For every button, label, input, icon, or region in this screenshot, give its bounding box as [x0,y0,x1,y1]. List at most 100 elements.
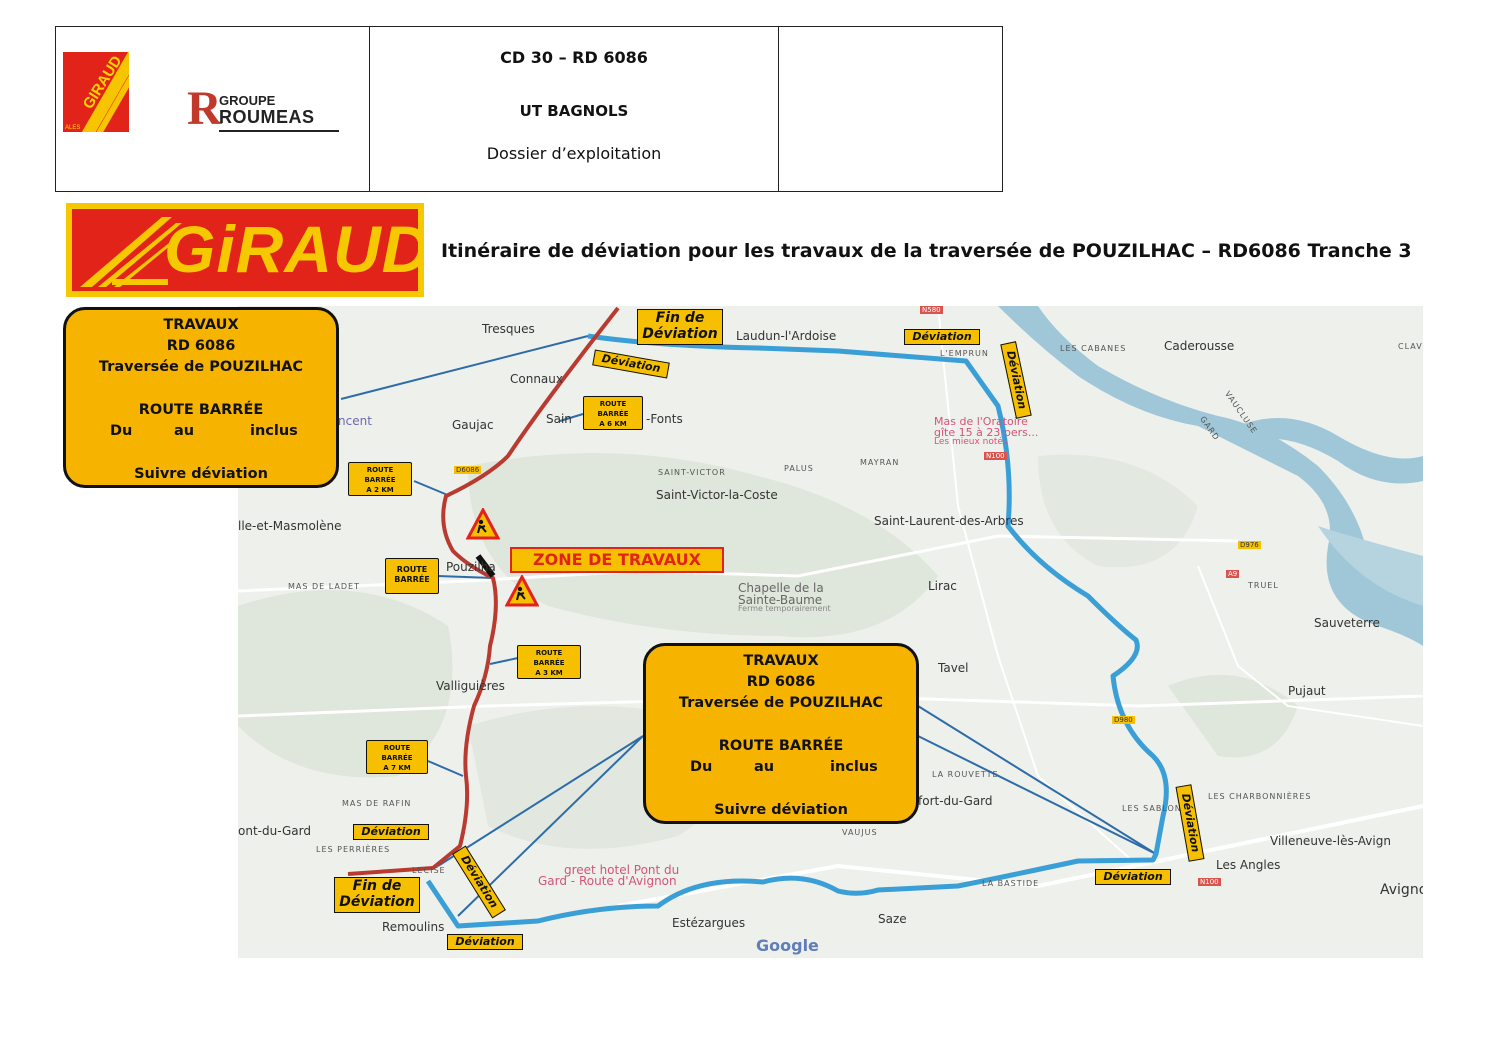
rb-here-l2: BARRÉE [394,575,430,584]
place-lecise: LECISE [412,866,446,875]
place-villeneuve: Villeneuve-lès-Avign [1270,834,1391,848]
google-watermark: Google [756,936,819,955]
place-avignon: Avignon [1380,882,1423,898]
place-la-bastide: LA BASTIDE [982,879,1040,888]
place-vaujus: VAUJUS [842,828,878,837]
rb-6km-l2: BARRÉE [597,410,629,418]
deviation-sign-8: Déviation [447,934,523,950]
info-2-suivre: Suivre déviation [714,802,848,818]
info-2-travaux: TRAVAUX [743,653,819,669]
place-valliguieres: Valliguières [436,679,505,693]
route-barree-3km-sign: ROUTE BARRÉE A 3 KM [517,645,581,679]
info-box-top-left: TRAVAUX RD 6086 Traversée de POUZILHAC R… [63,307,339,488]
route-barree-6km-sign: ROUTE BARRÉE A 6 KM [583,396,643,430]
info-1-travaux: TRAVAUX [163,317,239,333]
place-mas-oratoire-2: gîte 15 à 23 pers... [934,426,1039,439]
route-barree-7km-sign: ROUTE BARRÉE A 7 KM [366,740,428,774]
info-1-route-barree: ROUTE BARRÉE [138,402,264,418]
place-sauveterre: Sauveterre [1314,616,1380,630]
road-d976: D976 [1238,541,1261,549]
rb-here-l1: ROUTE [396,565,428,574]
header-table: GIRAUD ALES R GROUPE ROUMEAS CD 30 – RD … [55,26,1003,192]
rb-7km-l2: BARRÉE [381,754,413,762]
rb-7km-l3: A 7 KM [383,764,411,772]
place-pujaut: Pujaut [1288,684,1326,698]
giraud-banner-logo: GiRAUD [66,203,424,297]
road-d6086: D6086 [454,466,482,474]
deviation-sign-5: Déviation [1095,869,1171,885]
place-saze: Saze [878,912,907,926]
place-cent: ncent [338,414,372,428]
place-remoulins: Remoulins [382,920,445,934]
header-empty-cell [779,27,1002,191]
place-lirac: Lirac [928,579,957,593]
rb-2km-l3: A 2 KM [366,486,394,494]
road-a9: A9 [1226,570,1240,578]
rb-2km-l2: BARRÉE [364,476,396,484]
place-hotel-1: greet hotel Pont du [564,863,680,877]
road-n100-b: N100 [1198,878,1221,886]
info-2-rd: RD 6086 [746,674,816,690]
header-logos-cell: GIRAUD ALES R GROUPE ROUMEAS [56,27,370,191]
giraud-banner-text: GiRAUD [164,212,418,286]
place-hotel-2: Gard - Route d'Avignon [538,874,677,888]
road-n580: N580 [920,306,943,314]
info-1-du: Du [110,423,133,439]
route-barree-sign: ROUTE BARRÉE [385,558,439,594]
page-title: Itinéraire de déviation pour les travaux… [441,240,1412,262]
deviation-sign-6: Déviation [353,824,429,840]
header-line-2: UT BAGNOLS [519,102,629,120]
giraud-small-logo-sub: ALES [65,125,81,131]
header-line-1: CD 30 – RD 6086 [500,48,648,67]
fin-deviation-bottom-l2: Déviation [339,894,415,910]
place-chapelle-3: Ferme temporairement [738,604,831,613]
fin-deviation-sign-top: Fin de Déviation [637,309,723,345]
place-truel: TRUEL [1248,581,1279,590]
roumeas-logo-line1: GROUPE [219,93,276,108]
rb-3km-l3: A 3 KM [535,669,563,677]
header-info-cell: CD 30 – RD 6086 UT BAGNOLS Dossier d’exp… [370,27,779,191]
info-1-rd: RD 6086 [166,338,236,354]
place-lemprun: L'EMPRUN [940,349,989,358]
rb-6km-l1: ROUTE [599,400,627,408]
rb-2km-l1: ROUTE [366,466,394,474]
place-estezargues: Estézargues [672,916,746,930]
place-les-cabanes: LES CABANES [1060,344,1127,353]
deviation-sign-2: Déviation [904,329,980,345]
info-2-traversee: Traversée de POUZILHAC [678,695,884,711]
road-n100: N100 [984,452,1007,460]
place-saint-fonts-b: -Fonts [646,412,683,426]
fin-deviation-sign-bottom: Fin de Déviation [334,877,420,913]
info-1-inclus: inclus [250,423,298,439]
place-masmolene: lle-et-Masmolène [238,519,342,533]
info-2-du: Du [690,759,713,775]
roumeas-logo-line2: ROUMEAS [219,107,315,127]
place-rochefort: fort-du-Gard [918,794,993,808]
fin-deviation-top-l2: Déviation [642,326,718,342]
place-chapelle-1: Chapelle de la [738,581,824,595]
info-2-inclus: inclus [830,759,878,775]
rb-3km-l2: BARRÉE [533,659,565,667]
place-tavel: Tavel [938,661,969,675]
route-barree-2km-sign: ROUTE BARRÉE A 2 KM [348,462,412,496]
place-tresques: Tresques [482,322,535,336]
place-les-sablons: LES SABLONS [1122,804,1188,813]
road-d980: D980 [1112,716,1135,724]
place-gaujac: Gaujac [452,418,494,432]
header-line-3: Dossier d’exploitation [486,144,662,163]
place-palus: PALUS [784,464,814,473]
rb-7km-l1: ROUTE [383,744,411,752]
place-mas-oratoire-3: Les mieux notés [934,437,1008,447]
place-mas-ladet: MAS DE LADET [288,582,360,591]
place-saint-victor-small: SAINT-VICTOR [658,468,726,477]
place-laudun: Laudun-l'Ardoise [736,329,837,343]
place-mas-rafin: MAS DE RAFIN [342,799,412,808]
fin-deviation-top-l1: Fin de [655,310,705,326]
place-mas-oratoire-1: Mas de l'Oratoire [934,415,1028,428]
info-1-suivre: Suivre déviation [134,466,268,482]
fin-deviation-bottom-l1: Fin de [352,878,402,894]
place-les-angles: Les Angles [1216,858,1281,872]
place-connaux: Connaux [510,372,563,386]
place-caderousse: Caderousse [1164,339,1235,353]
place-chapelle-2: Sainte-Baume [738,593,823,607]
